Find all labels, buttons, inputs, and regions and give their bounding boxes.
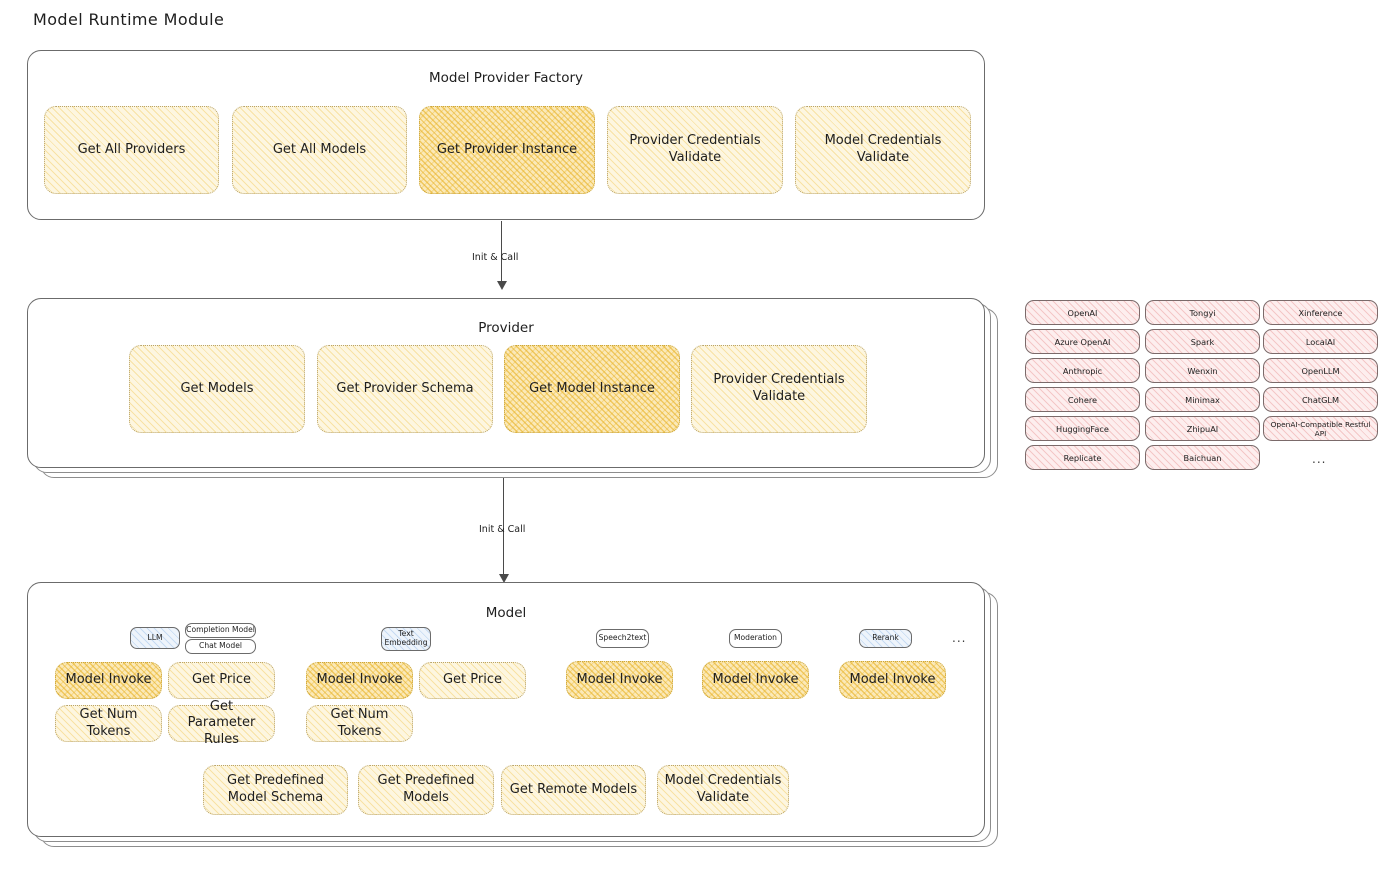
node-get-predefined-model-schema[interactable]: Get Predefined Model Schema <box>203 765 348 815</box>
arrow-1-label: Init & Call <box>472 252 519 263</box>
badge-chat-model[interactable]: Chat Model <box>185 639 256 654</box>
provider-pill-azure-openai[interactable]: Azure OpenAI <box>1025 329 1140 354</box>
badge-completion-model[interactable]: Completion Model <box>185 623 256 638</box>
node-provider-credentials-validate-2[interactable]: Provider Credentials Validate <box>691 345 867 433</box>
node-llm-get-num-tokens[interactable]: Get Num Tokens <box>55 705 162 742</box>
node-get-provider-schema[interactable]: Get Provider Schema <box>317 345 493 433</box>
node-llm-get-parameter-rules[interactable]: Get Parameter Rules <box>168 699 275 747</box>
node-model-credentials-validate[interactable]: Model Credentials Validate <box>795 106 971 194</box>
arrow-2-label: Init & Call <box>479 524 526 535</box>
provider-pill-openai-compatible-restful-api[interactable]: OpenAI-Compatible Restful API <box>1263 416 1378 441</box>
provider-pill-spark[interactable]: Spark <box>1145 329 1260 354</box>
badge-speech2text[interactable]: Speech2text <box>596 629 649 648</box>
provider-title: Provider <box>478 320 534 336</box>
node-get-model-instance[interactable]: Get Model Instance <box>504 345 680 433</box>
arrow-1-head <box>497 281 507 290</box>
badge-moderation[interactable]: Moderation <box>729 629 782 648</box>
node-moderation-model-invoke[interactable]: Model Invoke <box>702 661 809 699</box>
provider-pill-wenxin[interactable]: Wenxin <box>1145 358 1260 383</box>
node-get-remote-models[interactable]: Get Remote Models <box>501 765 646 815</box>
node-get-models[interactable]: Get Models <box>129 345 305 433</box>
node-llm-model-invoke[interactable]: Model Invoke <box>55 662 162 699</box>
provider-pill-minimax[interactable]: Minimax <box>1145 387 1260 412</box>
node-llm-get-price[interactable]: Get Price <box>168 662 275 699</box>
model-title: Model <box>485 605 527 621</box>
provider-pill-zhipuai[interactable]: ZhipuAI <box>1145 416 1260 441</box>
badge-rerank[interactable]: Rerank <box>859 629 912 648</box>
provider-pill-xinference[interactable]: Xinference <box>1263 300 1378 325</box>
provider-pill-localai[interactable]: LocalAI <box>1263 329 1378 354</box>
provider-pill-openai[interactable]: OpenAI <box>1025 300 1140 325</box>
arrow-2-head <box>499 574 509 583</box>
model-types-more: ... <box>952 631 967 645</box>
arrow-1-line <box>501 221 503 283</box>
provider-pill-chatglm[interactable]: ChatGLM <box>1263 387 1378 412</box>
provider-pill-replicate[interactable]: Replicate <box>1025 445 1140 470</box>
node-get-all-providers[interactable]: Get All Providers <box>44 106 219 194</box>
provider-list-more: ... <box>1312 452 1327 466</box>
provider-pill-openllm[interactable]: OpenLLM <box>1263 358 1378 383</box>
provider-pill-anthropic[interactable]: Anthropic <box>1025 358 1140 383</box>
model-provider-factory-title: Model Provider Factory <box>428 70 583 86</box>
badge-text-embedding[interactable]: Text Embedding <box>381 627 431 651</box>
node-text-embedding-get-num-tokens[interactable]: Get Num Tokens <box>306 705 413 742</box>
provider-pill-tongyi[interactable]: Tongyi <box>1145 300 1260 325</box>
badge-llm[interactable]: LLM <box>130 627 180 649</box>
node-text-embedding-model-invoke[interactable]: Model Invoke <box>306 662 413 699</box>
node-provider-credentials-validate[interactable]: Provider Credentials Validate <box>607 106 783 194</box>
arrow-2-line <box>503 478 505 578</box>
node-get-predefined-models[interactable]: Get Predefined Models <box>358 765 494 815</box>
node-speech2text-model-invoke[interactable]: Model Invoke <box>566 661 673 699</box>
node-text-embedding-get-price[interactable]: Get Price <box>419 662 526 699</box>
provider-pill-baichuan[interactable]: Baichuan <box>1145 445 1260 470</box>
node-model-credentials-validate-2[interactable]: Model Credentials Validate <box>657 765 789 815</box>
provider-pill-cohere[interactable]: Cohere <box>1025 387 1140 412</box>
node-rerank-model-invoke[interactable]: Model Invoke <box>839 661 946 699</box>
node-get-provider-instance[interactable]: Get Provider Instance <box>419 106 595 194</box>
node-get-all-models[interactable]: Get All Models <box>232 106 407 194</box>
provider-pill-huggingface[interactable]: HuggingFace <box>1025 416 1140 441</box>
page-title: Model Runtime Module <box>33 10 225 29</box>
